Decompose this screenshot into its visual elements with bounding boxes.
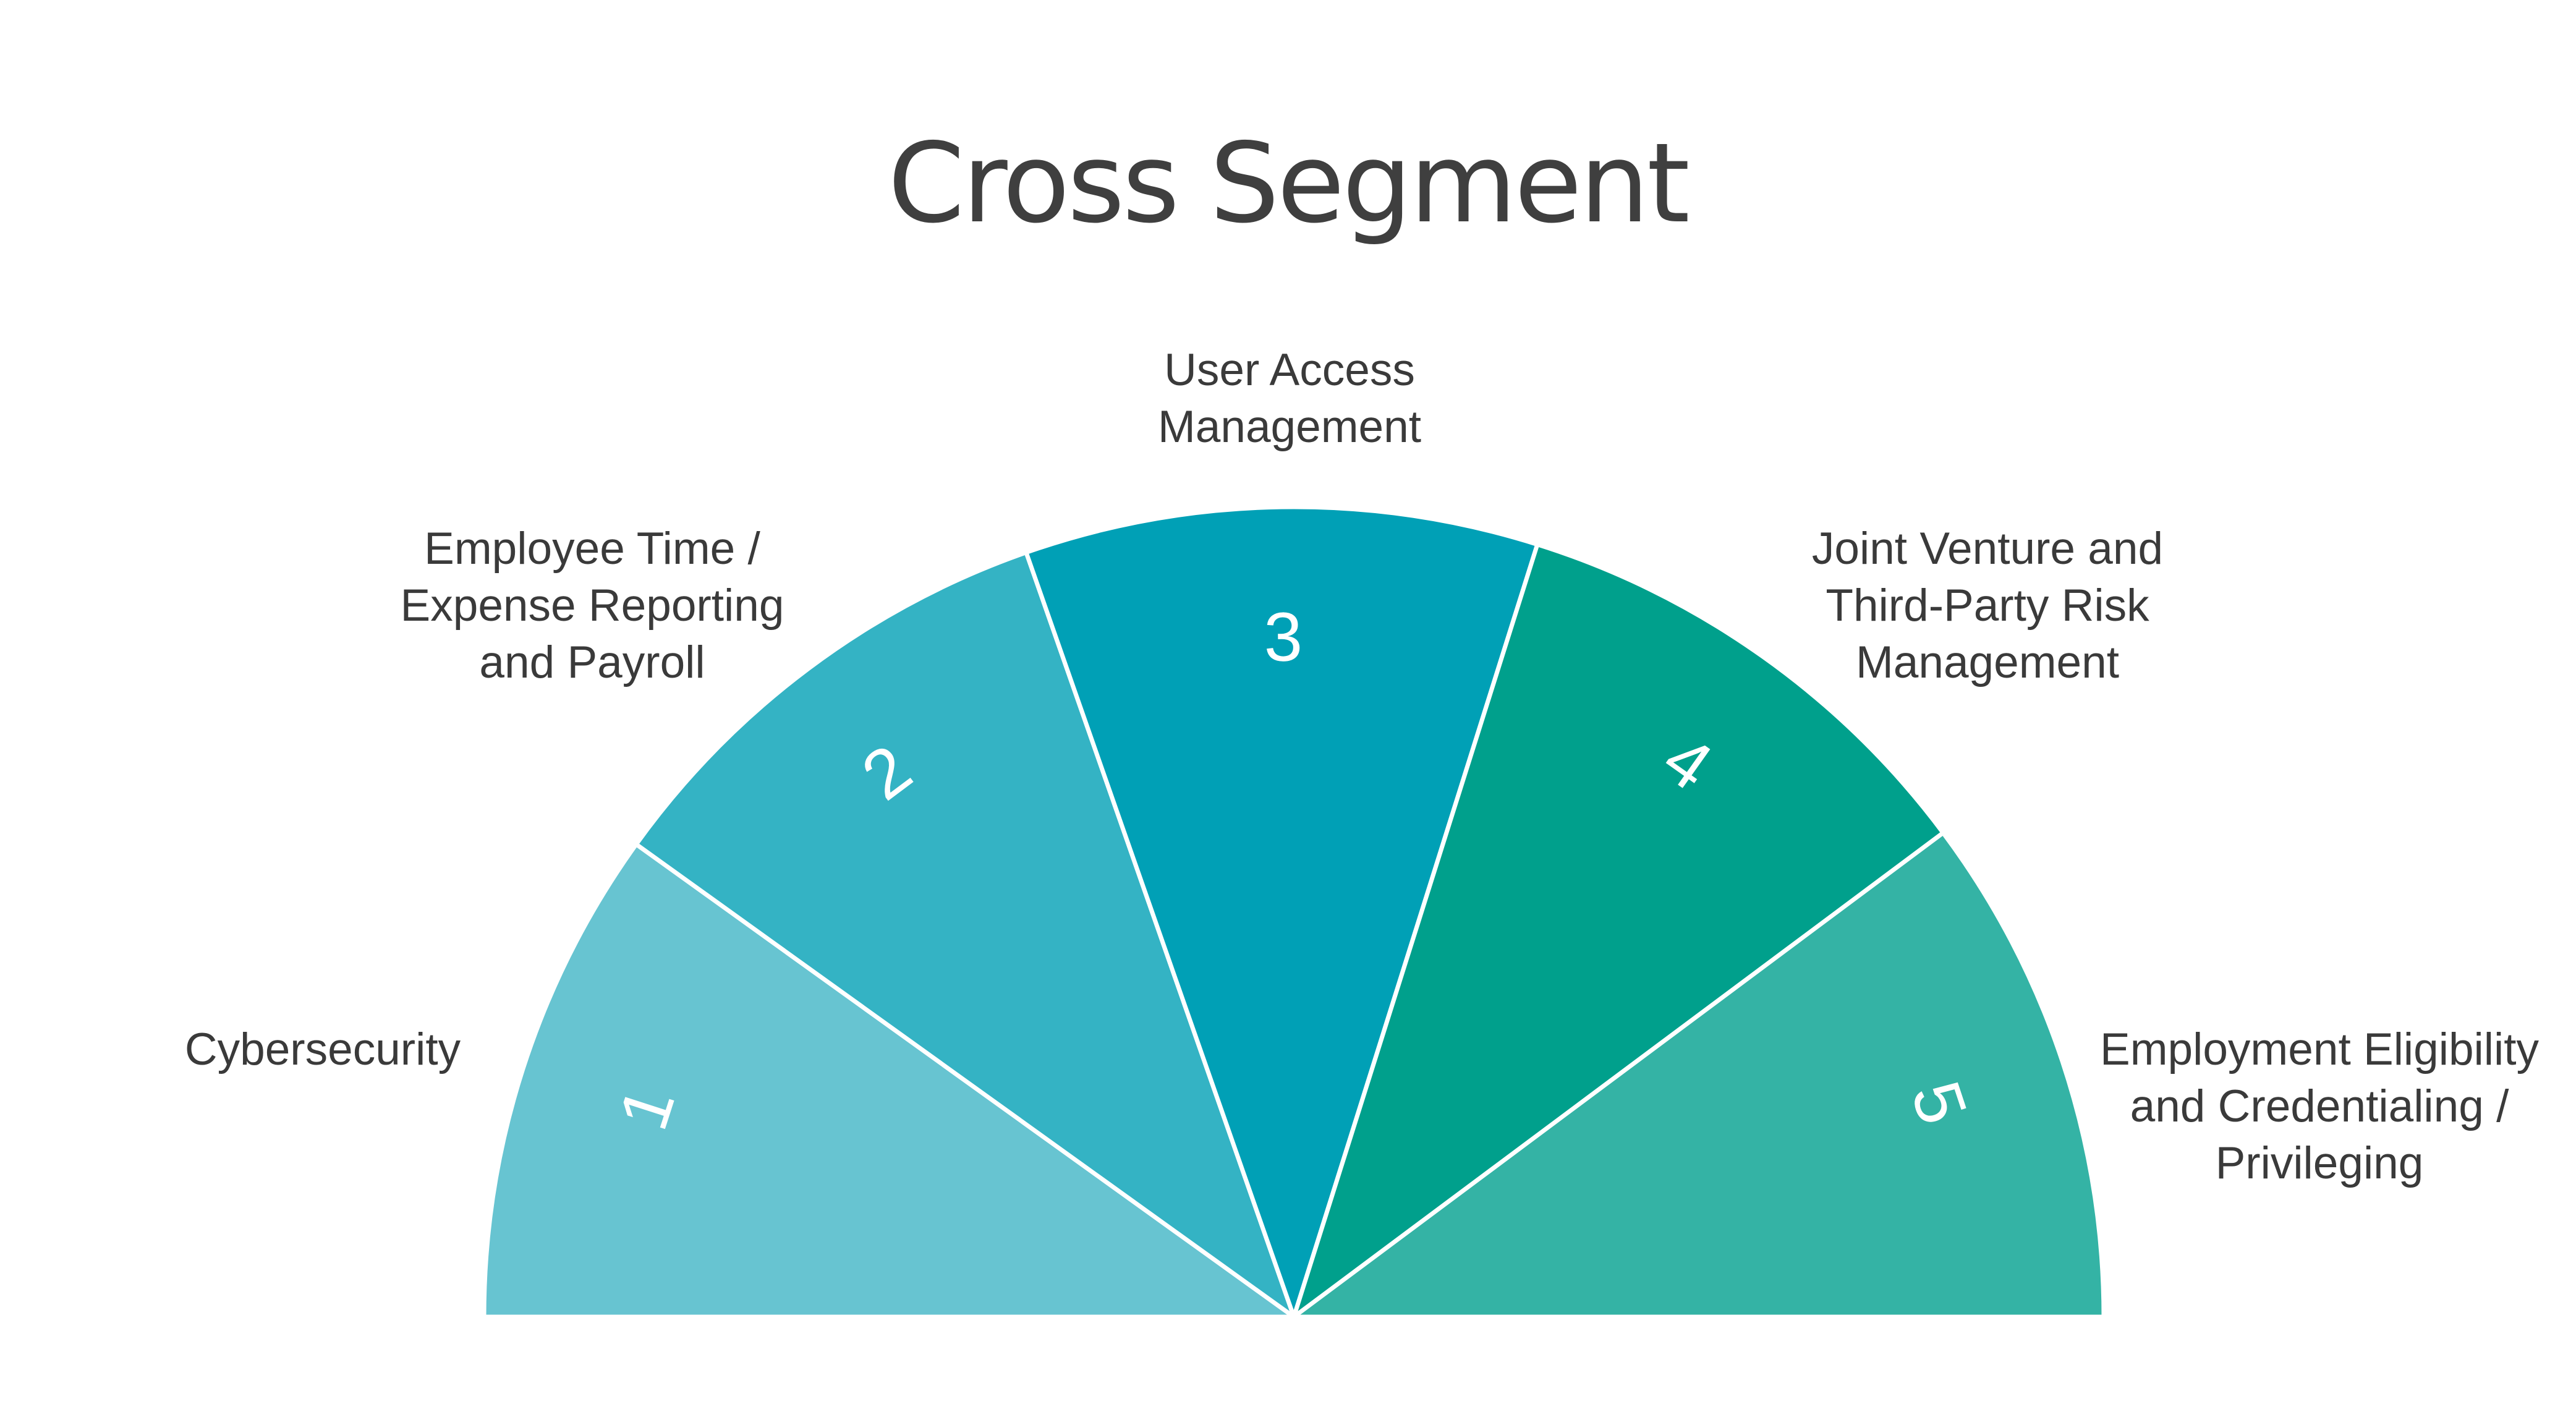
segment-4: [1291, 542, 1945, 1319]
segment-label-line: User Access: [1164, 345, 1415, 395]
segment-label-line: Management: [1856, 637, 2119, 687]
segment-label-line: Joint Venture and: [1812, 524, 2163, 574]
segment-label-line: Third-Party Risk: [1826, 581, 2149, 631]
segment-label-line: Employee Time /: [424, 524, 760, 574]
segment-label-2: Employee Time / Expense Reporting and Payr…: [401, 524, 784, 687]
segment-label-line: and Credentialing /: [2130, 1081, 2510, 1131]
diagram-title: Cross Segment: [888, 119, 1688, 247]
segment-label-line: and Payroll: [479, 637, 705, 687]
segment-label-line: Employment Eligibility: [2100, 1024, 2539, 1074]
segment-label-line: Management: [1158, 402, 1421, 452]
segment-5: [1291, 830, 2106, 1319]
segment-number-3: 3: [1264, 598, 1303, 676]
segment-label-line: Cybersecurity: [185, 1024, 461, 1074]
segment-label-line: Privileging: [2216, 1138, 2424, 1188]
segment-label-line: Expense Reporting: [401, 581, 784, 631]
segment-label-1: Cybersecurity: [185, 1024, 461, 1074]
segment-labels: Cybersecurity Employee Time / Expense Repo…: [185, 345, 2540, 1188]
segment-1: [482, 842, 1296, 1319]
semicircle-segments: [482, 504, 2106, 1319]
segment-2: [634, 550, 1296, 1319]
segment-label-5: Employment Eligibility and Credentialing …: [2100, 1024, 2539, 1188]
segment-3: [1024, 504, 1540, 1319]
